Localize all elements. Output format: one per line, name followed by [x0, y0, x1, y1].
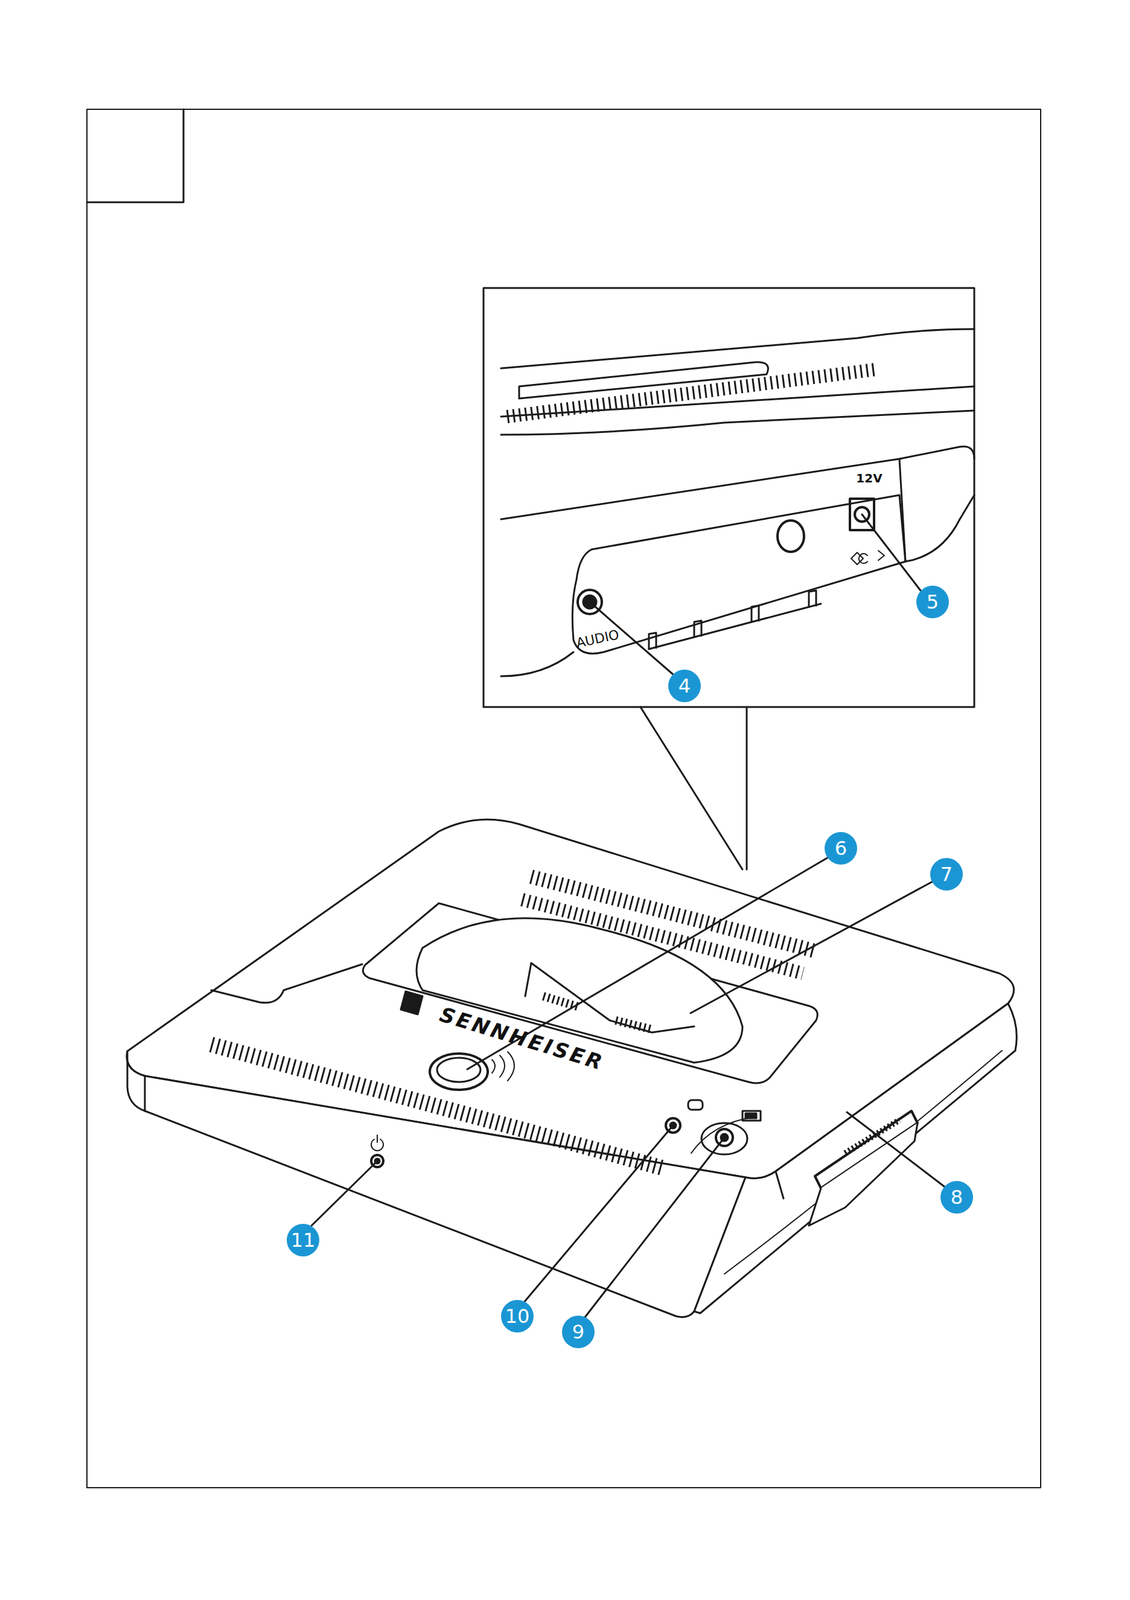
callout-number: 4	[668, 669, 701, 703]
callout-number: 5	[916, 585, 949, 619]
callout-number: 11	[286, 1223, 320, 1257]
voltage-label: 12V	[855, 470, 882, 486]
callout-number: 10	[501, 1299, 534, 1333]
callout-number: 7	[930, 857, 963, 891]
callout-number: 9	[561, 1315, 595, 1348]
callout-number: 6	[824, 831, 858, 865]
callout-number: 8	[940, 1180, 974, 1214]
